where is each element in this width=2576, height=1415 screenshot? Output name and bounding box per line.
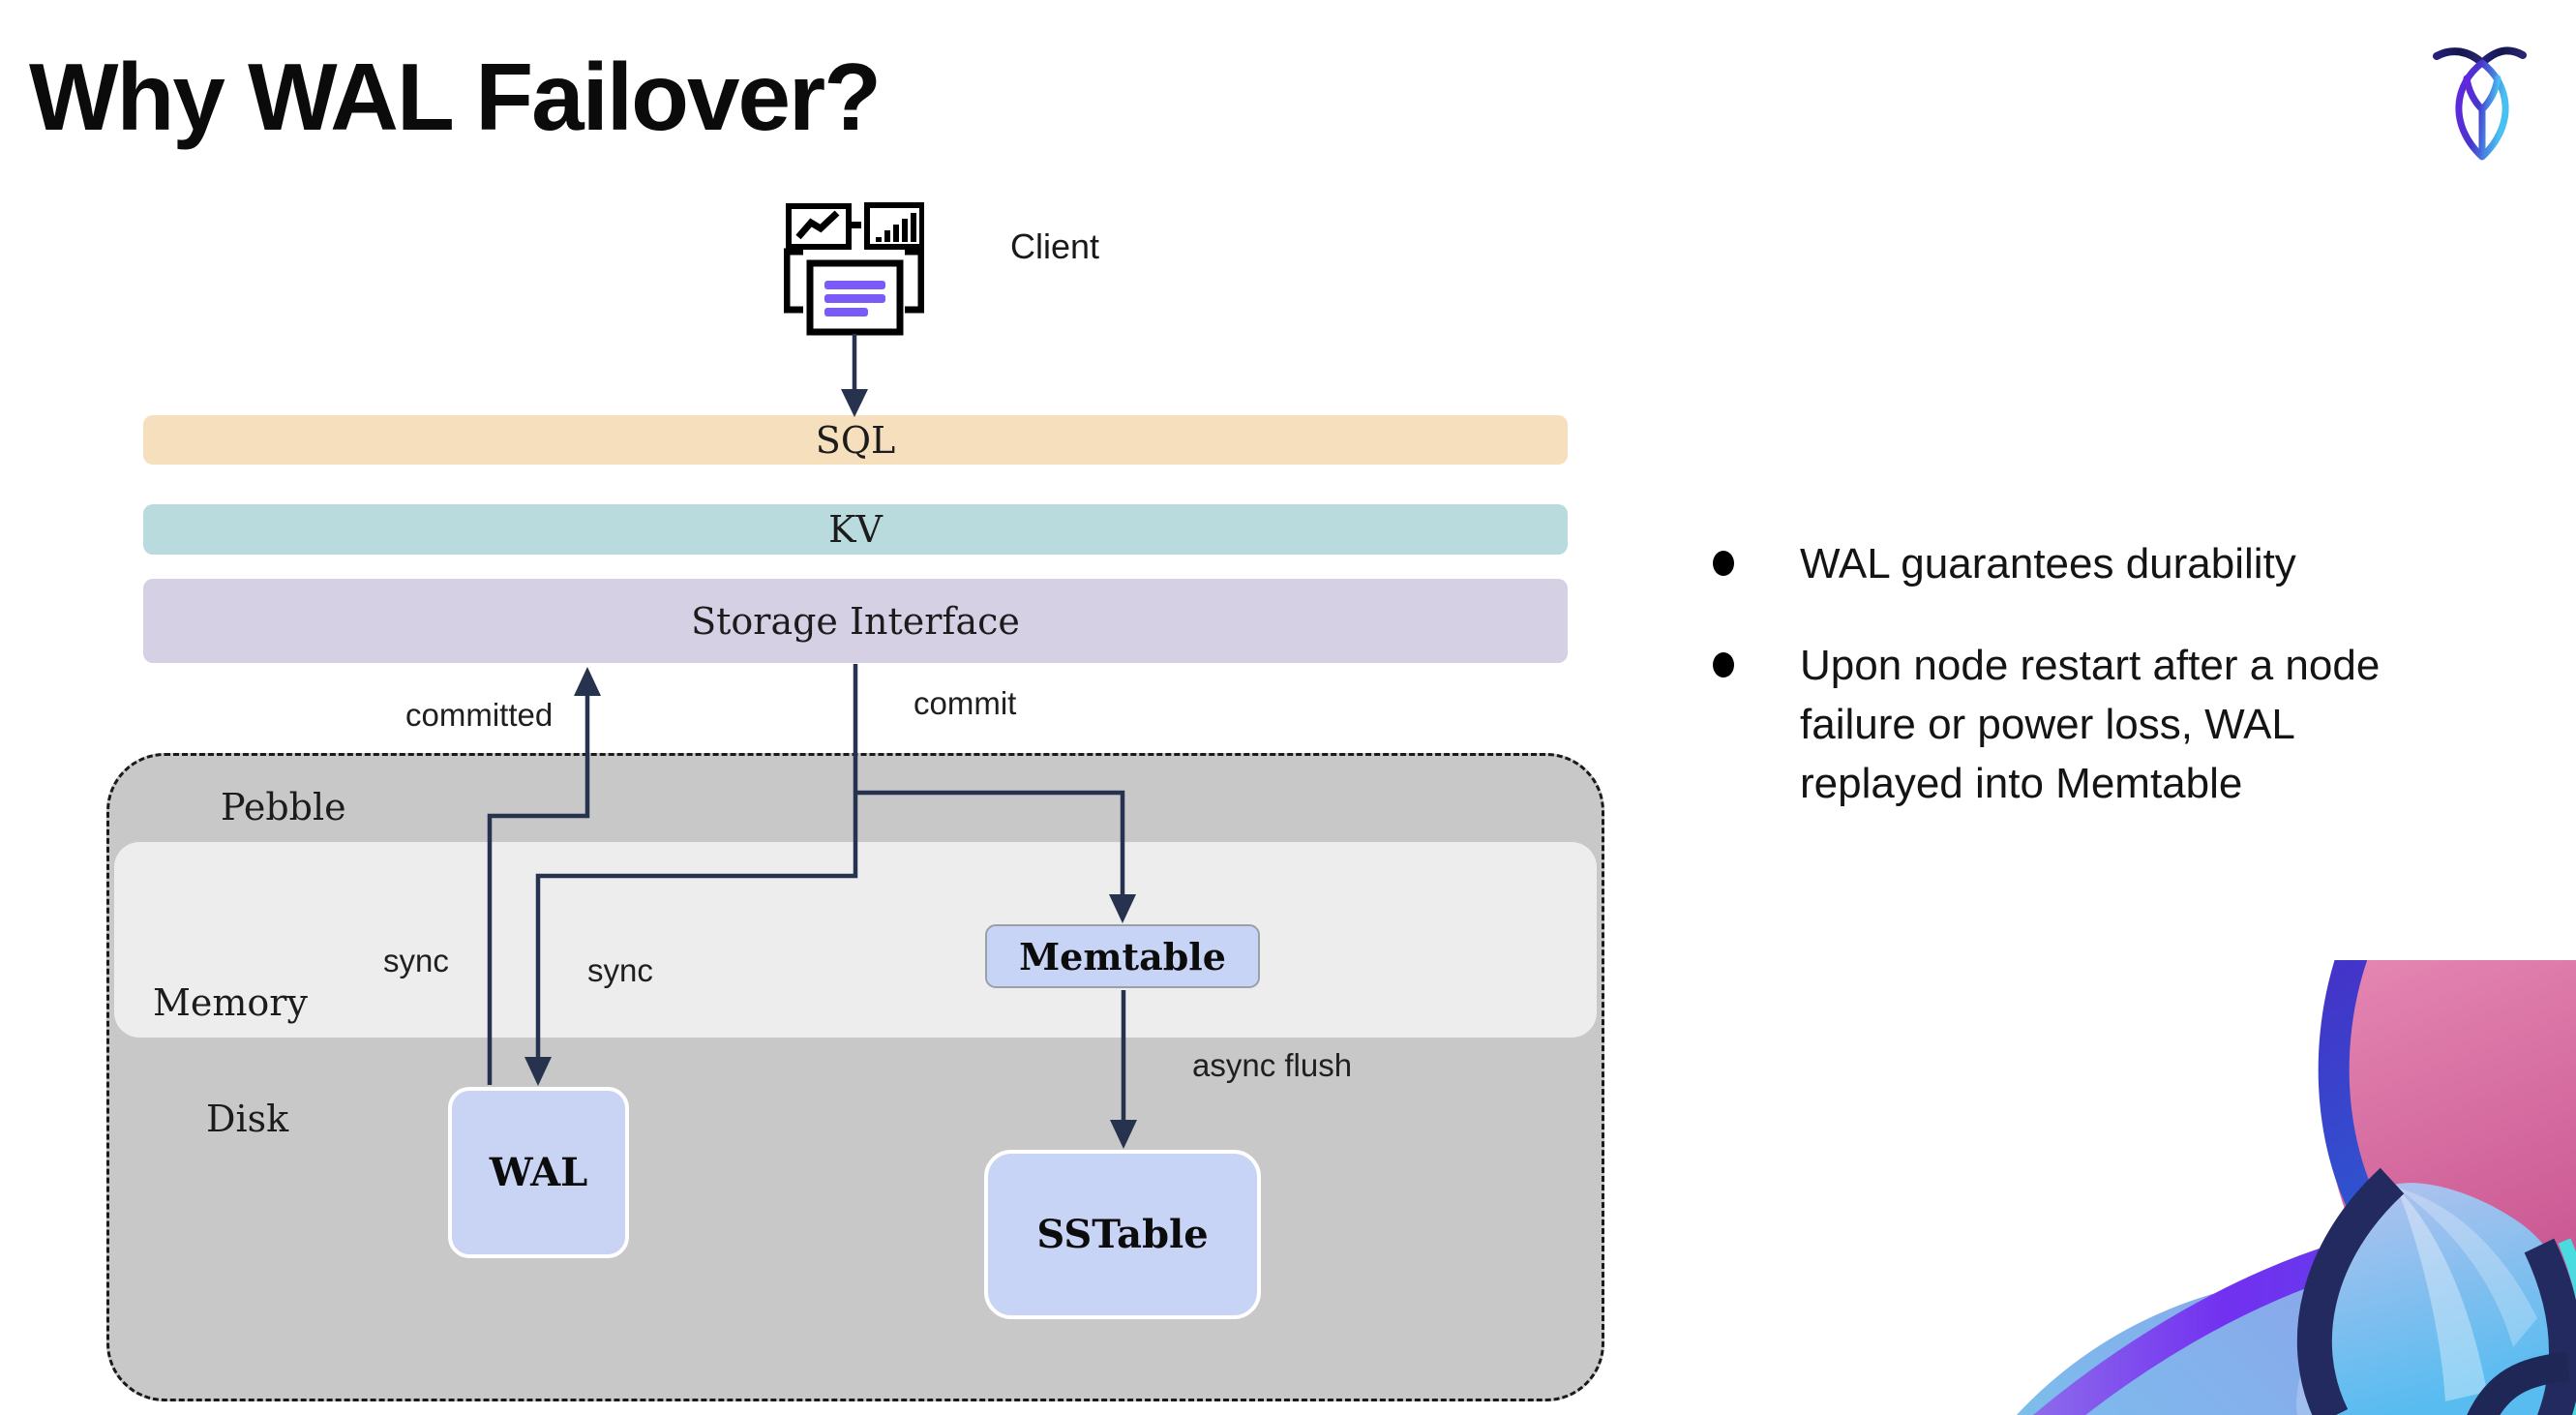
committed-edge-label: committed (405, 697, 554, 733)
kv-layer-label: KV (828, 508, 883, 551)
sstable-label: SSTable (1036, 1212, 1209, 1257)
brand-stroke-left (2296, 1167, 2405, 1415)
dash-connector (852, 222, 861, 228)
bullet-icon (1713, 551, 1734, 576)
disk-label: Disk (206, 1098, 289, 1140)
brand-leaf (2311, 1183, 2576, 1415)
wal-node: WAL (448, 1087, 629, 1258)
brand-stroke-right (2524, 1238, 2576, 1415)
list-item: Upon node restart after a node failure o… (1713, 636, 2545, 813)
memtable-node: Memtable (985, 924, 1260, 988)
async-flush-edge-label: async flush (1192, 1047, 1353, 1083)
arrowhead-into-storage (574, 667, 601, 696)
cockroachdb-logo-icon (2433, 46, 2527, 161)
bullet-text: WAL guarantees durability (1800, 540, 2296, 587)
sync-right-edge-label: sync (587, 952, 653, 988)
commit-edge-label: commit (914, 685, 1017, 721)
sql-layer-label: SQL (815, 418, 896, 462)
client-terminal-icon (784, 202, 924, 336)
sync-left-edge-label: sync (383, 943, 449, 978)
wal-label: WAL (489, 1150, 588, 1195)
storage-interface-layer-bar: Storage Interface (143, 579, 1568, 663)
cockroachdb-brand-art (2016, 960, 2576, 1415)
page-title: Why WAL Failover? (29, 44, 882, 150)
arrowhead-into-sql (841, 389, 868, 417)
sql-layer-bar: SQL (143, 415, 1568, 465)
memtable-label: Memtable (1019, 934, 1226, 978)
bracket-right (905, 248, 924, 314)
bullet-list: WAL guarantees durability Upon node rest… (1713, 534, 2545, 856)
line-chart-icon (786, 203, 852, 250)
storage-interface-label: Storage Interface (691, 599, 1020, 643)
memory-label: Memory (153, 981, 308, 1024)
kv-layer-bar: KV (143, 504, 1568, 555)
client-label: Client (1010, 226, 1100, 266)
pebble-label: Pebble (221, 786, 346, 828)
list-item: WAL guarantees durability (1713, 534, 2545, 593)
bullet-icon (1713, 652, 1734, 677)
memory-band (114, 842, 1597, 1038)
bracket-left (784, 248, 803, 314)
bullet-text: Upon node restart after a node failure o… (1800, 642, 2381, 807)
brand-stroke-tail (2467, 1352, 2570, 1415)
sstable-node: SSTable (984, 1150, 1261, 1319)
